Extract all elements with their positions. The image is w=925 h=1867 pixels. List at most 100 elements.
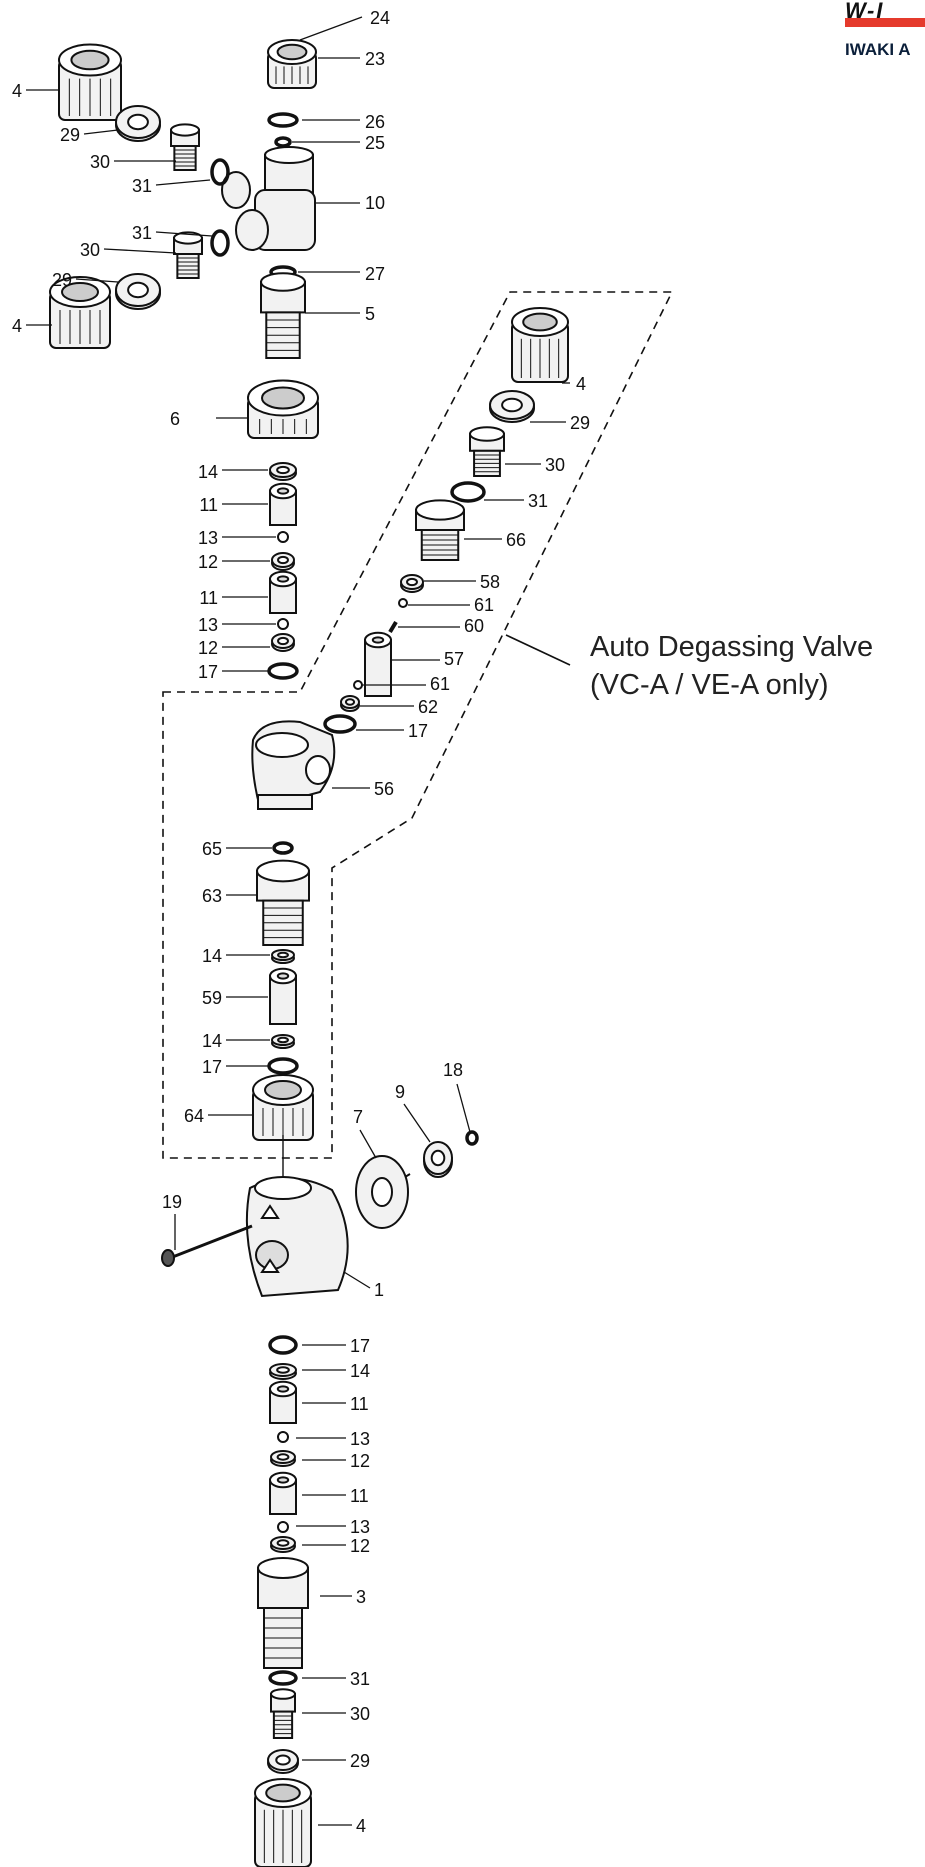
valve-seat-12 (271, 633, 295, 652)
part-label-diaphragm-disk: 9 (395, 1082, 431, 1143)
part-label-pin: 60 (398, 616, 484, 636)
valve-guide-11 (269, 1471, 297, 1515)
part-number: 60 (464, 616, 484, 636)
o-ring-17 (268, 1335, 298, 1355)
part-number: 61 (430, 674, 450, 694)
part-label-gasket: 14 (302, 1361, 370, 1381)
part-number: 6 (170, 409, 180, 429)
hose-adapter-30 (170, 123, 200, 171)
seat-58 (400, 574, 424, 593)
valve-cartridge-5 (260, 272, 306, 359)
ball-61 (398, 598, 408, 608)
part-number: 23 (365, 49, 385, 69)
part-label-hose-adapter: 30 (90, 152, 176, 172)
part-label-valve-body: 56 (332, 779, 394, 799)
part-number: 18 (443, 1060, 463, 1080)
valve-seat-12 (271, 552, 295, 571)
valve-guide-11 (269, 1380, 297, 1424)
hose-adapter-30 (173, 231, 203, 279)
part-label-valve-seat: 12 (302, 1451, 370, 1471)
part-label-tube-stiffener-ring: 29 (52, 270, 119, 290)
tube-nut-4 (511, 307, 569, 383)
part-label-fitting: 66 (464, 530, 526, 550)
pump-head-1 (245, 1176, 349, 1298)
part-number: 13 (350, 1517, 370, 1537)
part-label-valve-seat: 12 (198, 552, 270, 572)
part-label-tube-nut: 4 (12, 81, 58, 101)
part-number: 12 (350, 1536, 370, 1556)
part-number: 61 (474, 595, 494, 615)
brand-name: IWAKI A (845, 40, 911, 59)
o-ring-17 (267, 662, 299, 680)
part-number: 3 (356, 1587, 366, 1607)
part-number: 17 (350, 1336, 370, 1356)
part-number: 10 (365, 193, 385, 213)
part-label-tube-stiffener-ring: 29 (302, 1751, 370, 1771)
part-labels: 2423262510275614111312111312176563145914… (12, 8, 590, 1836)
part-label-valve-cartridge: 3 (320, 1587, 366, 1607)
gasket-14 (269, 1363, 297, 1380)
part-number: 31 (132, 223, 152, 243)
valve-cartridge-3 (257, 1557, 309, 1669)
part-number: 5 (365, 304, 375, 324)
part-label-adapter: 63 (202, 886, 256, 906)
part-label-manifold: 10 (316, 193, 385, 213)
part-label-hose-adapter: 30 (505, 455, 565, 475)
part-number: 11 (350, 1486, 369, 1506)
part-number: 12 (198, 638, 218, 658)
o-ring-31 (268, 1670, 298, 1686)
vent-cap-nut (267, 39, 317, 89)
o-ring-31 (450, 481, 486, 503)
part-label-valve-cartridge: 5 (305, 304, 375, 324)
part-number: 65 (202, 839, 222, 859)
callout-line-2: (VC-A / VE-A only) (590, 669, 829, 701)
part-number: 58 (480, 572, 500, 592)
part-label-tube-nut: 4 (318, 1816, 366, 1836)
ball-13 (277, 531, 289, 543)
hose-adapter-30 (469, 426, 505, 477)
part-number: 29 (570, 413, 590, 433)
part-number: 31 (132, 176, 152, 196)
part-label-o-ring: 31 (302, 1669, 370, 1689)
part-number: 17 (202, 1057, 222, 1077)
part-number: 30 (80, 240, 100, 260)
part-label-hose-adapter: 30 (302, 1704, 370, 1724)
bolt-19 (161, 1224, 253, 1267)
o-ring-25 (274, 136, 292, 148)
hose-adapter-30 (270, 1688, 296, 1739)
part-number: 29 (60, 125, 80, 145)
part-number: 27 (365, 264, 385, 284)
o-ring-17 (323, 714, 357, 734)
brand-bar (845, 18, 925, 27)
part-label-valve-guide: 11 (302, 1394, 369, 1414)
part-number: 19 (162, 1192, 182, 1212)
diaphragm-7 (355, 1155, 411, 1229)
part-number: 13 (350, 1429, 370, 1449)
part-number: 12 (350, 1451, 370, 1471)
part-number: 57 (444, 649, 464, 669)
valve-seat-12 (270, 1450, 296, 1467)
part-label-guide: 57 (392, 649, 464, 669)
tube-nut-4 (58, 43, 122, 121)
part-label-union-nut: 6 (170, 409, 248, 429)
part-number: 62 (418, 697, 438, 717)
part-number: 12 (198, 552, 218, 572)
part-label-o-ring: 17 (356, 721, 428, 741)
part-number: 64 (184, 1106, 204, 1126)
part-number: 30 (350, 1704, 370, 1724)
pin-60 (388, 620, 398, 634)
part-number: 26 (365, 112, 385, 132)
part-label-ball: 61 (408, 595, 494, 615)
gasket-14 (271, 949, 295, 964)
part-number: 7 (353, 1107, 363, 1127)
valve-guide-11 (269, 570, 297, 614)
part-label-seat: 58 (424, 572, 500, 592)
part-number: 25 (365, 133, 385, 153)
parts-drawings (49, 39, 569, 1867)
part-label-union-nut: 64 (184, 1106, 252, 1126)
tube-stiffener-ring-29 (115, 273, 161, 310)
gasket-14 (269, 462, 297, 481)
part-label-vent-cap: 23 (318, 49, 385, 69)
part-number: 11 (199, 495, 218, 515)
